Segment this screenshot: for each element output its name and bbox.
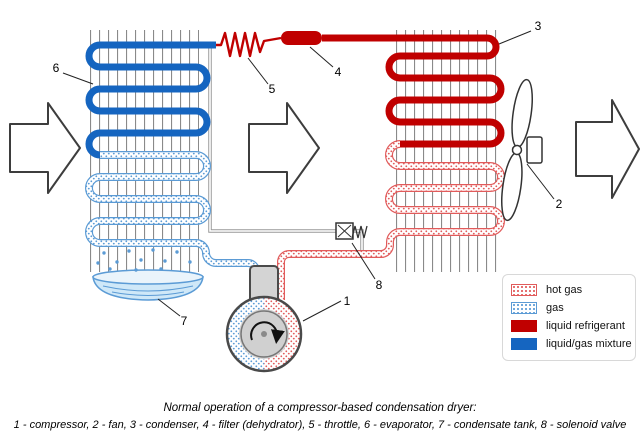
legend-item: gas	[511, 302, 627, 314]
callout-number-filter: 4	[335, 65, 342, 79]
legend-swatch-hot-gas	[511, 284, 537, 296]
throttle-spring	[216, 31, 282, 58]
fan-blades	[501, 78, 533, 222]
callout-number-evaporator: 6	[53, 61, 60, 75]
airflow-arrow-right	[575, 99, 640, 199]
caption-title: Normal operation of a compressor-based c…	[163, 402, 477, 414]
caption-legend-line: 1 - compressor, 2 - fan, 3 - condenser, …	[13, 419, 627, 432]
callout-number-solenoid-valve: 8	[376, 278, 383, 292]
solenoid-valve	[335, 222, 368, 240]
callout-lines	[62, 30, 555, 322]
legend-label-hot-gas: hot gas	[546, 284, 583, 296]
airflow-arrows	[9, 99, 640, 199]
evaporator-coil-gas	[85, 151, 260, 274]
water-drops	[96, 248, 192, 272]
filter-capsule	[281, 31, 322, 45]
rotation-arrow	[250, 321, 285, 344]
legend-label-liquid-refrigerant: liquid refrigerant	[546, 320, 625, 332]
legend-item: hot gas	[511, 284, 627, 296]
callout-number-condenser: 3	[535, 19, 542, 33]
callout-number-compressor: 1	[344, 294, 351, 308]
legend-label-gas: gas	[546, 302, 564, 314]
legend-swatch-gas	[511, 302, 537, 314]
evaporator-coil-liquid-mixture	[85, 41, 216, 159]
legend-item: liquid/gas mixture	[511, 338, 632, 350]
callout-number-throttle: 5	[269, 82, 276, 96]
fan	[501, 78, 543, 222]
condensate-tank	[92, 269, 204, 301]
legend-swatch-liquid-gas-mixture	[511, 338, 537, 350]
legend-swatch-liquid-refrigerant	[511, 320, 537, 332]
legend: hot gas gas liquid refrigerant liquid/ga…	[502, 274, 636, 361]
airflow-arrow-left	[9, 102, 81, 194]
condenser-coil-hot-gas	[277, 140, 505, 300]
callout-number-condensate-tank: 7	[181, 314, 188, 328]
compressor-body	[225, 265, 303, 373]
legend-item: liquid refrigerant	[511, 320, 627, 332]
figure-caption: Normal operation of a compressor-based c…	[0, 399, 640, 435]
callout-number-fan: 2	[556, 197, 563, 211]
legend-label-liquid-gas-mixture: liquid/gas mixture	[546, 338, 632, 350]
dryer-schematic: 6 5 4 3 2 8 1 7	[9, 19, 640, 373]
fan-motor	[526, 136, 543, 164]
airflow-arrow-middle	[248, 102, 320, 194]
condenser-coil-liquid	[322, 34, 505, 148]
